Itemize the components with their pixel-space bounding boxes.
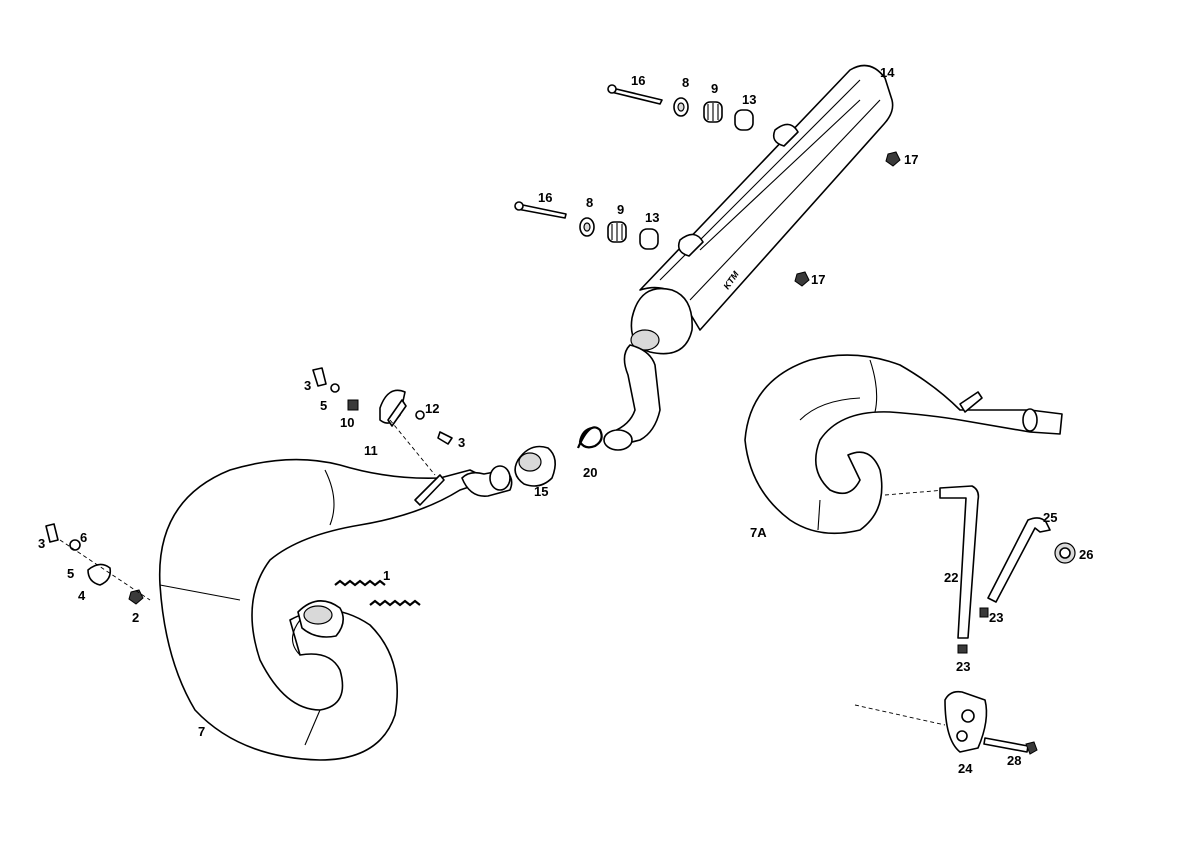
label-5a: 5 xyxy=(320,398,327,413)
label-15: 15 xyxy=(534,484,548,499)
label-16b: 16 xyxy=(538,190,552,205)
label-3c: 3 xyxy=(38,536,45,551)
springs xyxy=(334,579,421,607)
alt-header-pipe xyxy=(744,354,1063,535)
label-9a: 9 xyxy=(711,81,718,96)
label-11: 11 xyxy=(364,443,378,458)
label-10: 10 xyxy=(340,415,354,430)
label-22: 22 xyxy=(944,570,958,585)
label-12: 12 xyxy=(425,401,439,416)
part-labels: 1 2 3 3 3 4 5 5 6 7 7A 8 8 9 9 10 11 12 … xyxy=(38,65,1093,776)
label-6: 6 xyxy=(80,530,87,545)
label-17b: 17 xyxy=(811,272,825,287)
upper-mount-hardware xyxy=(514,84,901,287)
label-3b: 3 xyxy=(458,435,465,450)
label-20: 20 xyxy=(583,465,597,480)
label-23a: 23 xyxy=(989,610,1003,625)
label-7: 7 xyxy=(198,724,205,739)
lower-left-hardware xyxy=(45,523,151,605)
label-9b: 9 xyxy=(617,202,624,217)
label-13a: 13 xyxy=(742,92,756,107)
label-5b: 5 xyxy=(67,566,74,581)
label-13b: 13 xyxy=(645,210,659,225)
label-4: 4 xyxy=(78,588,86,603)
label-8b: 8 xyxy=(586,195,593,210)
probe-parts xyxy=(939,485,1076,654)
label-23b: 23 xyxy=(956,659,970,674)
label-2: 2 xyxy=(132,610,139,625)
joint-hardware xyxy=(514,426,603,487)
header-pipe xyxy=(158,458,513,761)
silencer: KTM xyxy=(603,64,894,451)
label-7a: 7A xyxy=(750,525,767,540)
label-24: 24 xyxy=(958,761,973,776)
label-3a: 3 xyxy=(304,378,311,393)
label-25: 25 xyxy=(1043,510,1057,525)
label-16a: 16 xyxy=(631,73,645,88)
label-1: 1 xyxy=(383,568,390,583)
bracket-hardware xyxy=(312,367,453,476)
label-8a: 8 xyxy=(682,75,689,90)
label-26: 26 xyxy=(1079,547,1093,562)
label-14: 14 xyxy=(880,65,895,80)
label-17a: 17 xyxy=(904,152,918,167)
label-28: 28 xyxy=(1007,753,1021,768)
mount-bracket xyxy=(854,690,1038,755)
